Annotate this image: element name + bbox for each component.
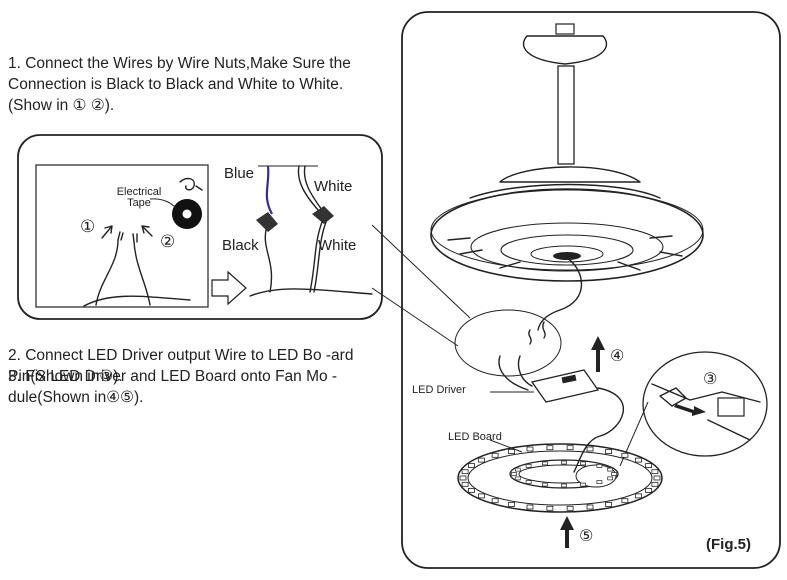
callout-line-bottom xyxy=(371,287,459,347)
electrical-tape-roll xyxy=(149,177,203,229)
led-chip xyxy=(651,469,659,475)
marker-4: ④ xyxy=(610,348,625,365)
led-chip-inner xyxy=(561,460,567,465)
marker-1: ① xyxy=(80,217,96,236)
led-chip xyxy=(586,504,594,510)
arrow-4 xyxy=(591,336,605,372)
led-chip xyxy=(645,463,652,469)
led-chip-inner xyxy=(611,472,617,476)
figure-caption: (Fig.5) xyxy=(706,536,751,553)
led-board-illustration xyxy=(457,443,663,513)
led-chip xyxy=(467,463,475,469)
connected-wire-ends xyxy=(528,321,546,345)
zoom-circle-3 xyxy=(642,351,768,457)
led-chip xyxy=(478,457,485,463)
led-chip xyxy=(491,498,499,504)
led-chip-inner xyxy=(580,461,586,466)
marker-2: ② xyxy=(160,232,176,251)
led-board-leader xyxy=(489,439,523,453)
led-chip xyxy=(478,493,485,499)
led-chip xyxy=(461,481,469,487)
led-chip-inner xyxy=(607,467,614,472)
led-chip xyxy=(491,452,499,458)
led-chip-inner xyxy=(542,461,548,466)
led-chip-inner xyxy=(525,464,532,468)
led-chip-inner xyxy=(580,482,586,487)
led-driver-label: LED Driver xyxy=(412,384,466,396)
led-chip xyxy=(621,498,629,504)
electrical-tape-label: Electrical Tape xyxy=(116,186,162,209)
led-chip xyxy=(621,452,629,458)
led-chip xyxy=(645,487,652,493)
led-chip xyxy=(467,487,475,493)
led-chip xyxy=(526,504,534,510)
led-chip xyxy=(586,446,594,452)
led-chip xyxy=(605,449,612,455)
marker-5: ⑤ xyxy=(579,528,594,545)
blue-wire-label: Blue xyxy=(224,165,255,182)
led-driver-illustration xyxy=(490,355,625,473)
instruction-step-3: 3. Fix LED Driver and LED Board onto Fan… xyxy=(8,368,338,406)
led-chip-inner xyxy=(514,467,521,472)
led-chip-inner xyxy=(542,482,548,487)
led-chip xyxy=(566,445,574,451)
figure-frame xyxy=(401,11,781,569)
led-chip xyxy=(566,505,574,511)
connected-wires-illustration xyxy=(249,165,373,297)
led-chip-inner xyxy=(596,480,603,484)
led-chip xyxy=(546,445,554,451)
stripped-wires-illustration xyxy=(83,225,191,307)
led-chip xyxy=(651,481,659,487)
zoom-circle xyxy=(454,309,562,377)
led-chip xyxy=(461,469,469,475)
led-chip-inner xyxy=(561,483,567,488)
instruction-step-1: 1. Connect the Wires by Wire Nuts,Make S… xyxy=(8,55,351,114)
led-chip-inner xyxy=(511,472,517,476)
led-chip xyxy=(508,449,515,455)
led-chip-inner xyxy=(607,476,614,481)
led-chip-inner xyxy=(596,464,603,468)
led-chip-inner xyxy=(525,480,532,484)
arrow-5 xyxy=(560,516,574,548)
led-chip xyxy=(526,446,534,452)
marker-3: ③ xyxy=(703,371,718,388)
led-chip xyxy=(508,501,515,507)
white-wire-label-bottom: White xyxy=(318,237,357,254)
white-wire-label-top: White xyxy=(314,178,353,195)
led-board-label: LED Board xyxy=(448,431,502,443)
ceiling-fan-illustration xyxy=(430,23,704,331)
instruction-step-2: 2. Connect LED Driver output Wire to LED… xyxy=(8,347,354,385)
led-chip xyxy=(459,475,467,481)
led-chip xyxy=(635,457,642,463)
black-wire-label: Black xyxy=(222,237,259,254)
led-chip xyxy=(635,493,642,499)
led-chip xyxy=(653,475,661,481)
led-chip xyxy=(605,501,612,507)
led-chip-inner xyxy=(514,476,521,481)
led-chip xyxy=(546,505,554,511)
callout-line-top xyxy=(371,224,471,319)
transition-arrow xyxy=(211,270,247,306)
